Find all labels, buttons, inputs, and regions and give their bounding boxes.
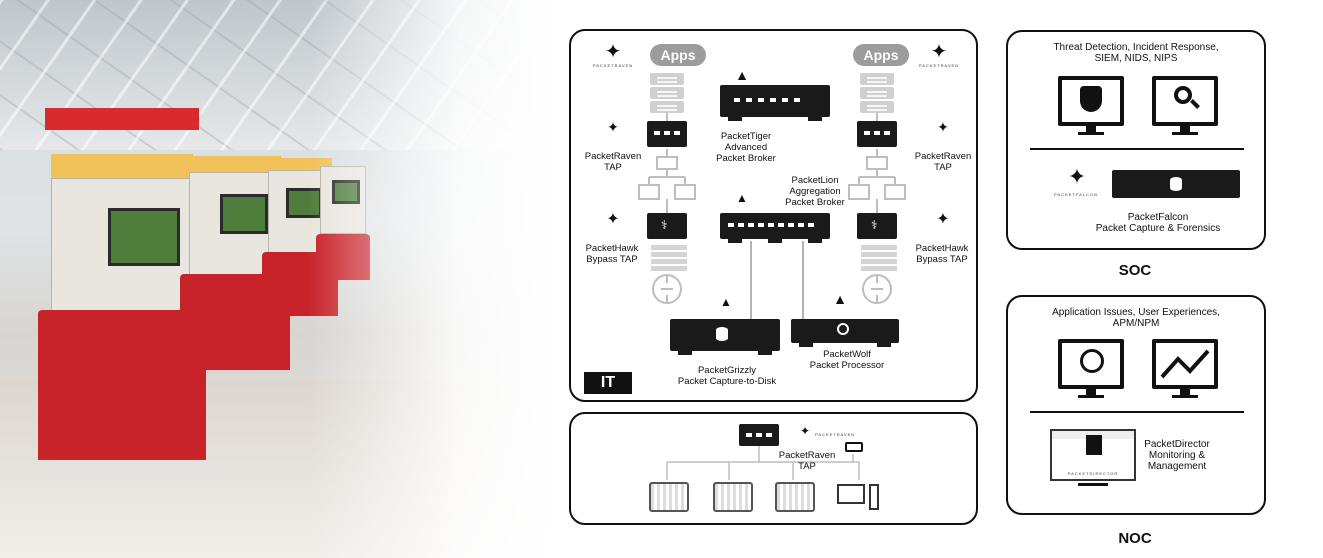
grizzly-logo-icon: ▲ bbox=[720, 295, 732, 309]
pos-terminal-icon bbox=[775, 482, 815, 512]
database-icon bbox=[716, 327, 728, 341]
soc-title: SOC bbox=[1118, 262, 1152, 279]
noc-monitor-gauge bbox=[1058, 339, 1124, 389]
tiger-logo-icon: ▲ bbox=[735, 67, 749, 83]
soc-monitor-shield bbox=[1058, 76, 1124, 126]
raven-logo-icon: ✦ bbox=[604, 41, 622, 63]
noc-caption: Application Issues, User Experiences, AP… bbox=[1052, 307, 1220, 329]
packetraven-right-device bbox=[857, 121, 897, 147]
lion-logo-icon: ▲ bbox=[736, 191, 748, 205]
monitor-base bbox=[1172, 395, 1198, 398]
wifi-router-icon bbox=[845, 442, 863, 452]
monitor-stand bbox=[1180, 389, 1190, 395]
search-chart-icon bbox=[837, 323, 849, 335]
monitor-base bbox=[1078, 395, 1104, 398]
gauge-icon bbox=[1080, 349, 1104, 373]
hawk-logo-icon: ✦ bbox=[606, 211, 620, 228]
soc-monitor-search bbox=[1152, 76, 1218, 126]
packetraven-left-label: PacketRaven TAP bbox=[584, 151, 642, 173]
wolf-logo-icon: ▲ bbox=[833, 291, 847, 307]
magnifier-icon bbox=[1174, 86, 1192, 104]
falcon-logo-icon: ✦ bbox=[1067, 164, 1087, 189]
packetwolf-label: PacketWolf Packet Processor bbox=[809, 349, 885, 371]
raven-logo-icon: ✦ bbox=[799, 424, 811, 438]
router-icon bbox=[869, 281, 885, 297]
raven-logo-icon: ✦ bbox=[930, 41, 948, 63]
router-icon bbox=[659, 281, 675, 297]
packethawk-left-label: PacketHawk Bypass TAP bbox=[585, 243, 639, 265]
server-icon bbox=[860, 73, 894, 113]
apps-left-label: Apps bbox=[650, 44, 706, 66]
monitor-base bbox=[1078, 483, 1108, 486]
director-brand-text: PACKETDIRECTOR bbox=[1067, 471, 1119, 476]
desktop-computer-icon bbox=[837, 484, 865, 504]
raven-brand-text: PACKETRAVEN bbox=[918, 63, 960, 68]
soc-caption: Threat Detection, Incident Response, SIE… bbox=[1053, 42, 1219, 64]
raven-brand-text: PACKETRAVEN bbox=[592, 63, 634, 68]
noc-title: NOC bbox=[1118, 530, 1152, 547]
packetdirector-label: PacketDirector Monitoring & Management bbox=[1144, 439, 1210, 472]
pos-terminal-icon bbox=[713, 482, 753, 512]
database-icon bbox=[1170, 177, 1182, 191]
packetwolf-device bbox=[791, 319, 899, 347]
packetlion-label: PacketLion Aggregation Packet Broker bbox=[785, 175, 845, 208]
packetraven-edge-label: PacketRaven TAP bbox=[778, 450, 836, 472]
packetfalcon-label: PacketFalcon Packet Capture & Forensics bbox=[1095, 212, 1221, 234]
monitor-stand bbox=[1086, 389, 1096, 395]
monitor-stand bbox=[1180, 126, 1190, 132]
top-hat-icon bbox=[1086, 435, 1102, 455]
monitor-base bbox=[1078, 132, 1104, 135]
hawk-logo-icon: ✦ bbox=[936, 211, 950, 228]
firewall-icon bbox=[861, 245, 897, 271]
raven-logo-icon: ✦ bbox=[607, 119, 619, 135]
pos-terminal-icon bbox=[649, 482, 689, 512]
share-icon: ⚕ bbox=[661, 218, 668, 232]
raven-brand-text: PACKETRAVEN bbox=[815, 432, 856, 437]
shield-icon bbox=[1080, 86, 1102, 112]
packetraven-right-label: PacketRaven TAP bbox=[914, 151, 972, 173]
packettiger-label: PacketTiger Advanced Packet Broker bbox=[716, 131, 776, 164]
packetfalcon-device bbox=[1112, 170, 1240, 198]
noc-monitor-trend bbox=[1152, 339, 1218, 389]
it-connection-lines bbox=[638, 113, 906, 319]
apps-right-label: Apps bbox=[853, 44, 909, 66]
packethawk-left-device: ⚕ bbox=[647, 213, 687, 239]
trend-icon bbox=[1160, 349, 1210, 379]
packettiger-device bbox=[720, 85, 830, 121]
packethawk-right-device: ⚕ bbox=[857, 213, 897, 239]
noc-divider bbox=[1030, 411, 1244, 413]
packetdirector-screen: PACKETDIRECTOR bbox=[1050, 429, 1136, 481]
raven-logo-icon: ✦ bbox=[937, 119, 949, 135]
share-icon: ⚕ bbox=[871, 218, 878, 232]
packethawk-right-label: PacketHawk Bypass TAP bbox=[915, 243, 969, 265]
server-icon bbox=[650, 73, 684, 113]
monitor-base bbox=[1172, 132, 1198, 135]
monitor-stand bbox=[1086, 126, 1096, 132]
packetgrizzly-label: PacketGrizzly Packet Capture-to-Disk bbox=[677, 365, 777, 387]
falcon-brand-text: PACKETFALCON bbox=[1054, 192, 1098, 197]
it-section-label: IT bbox=[584, 372, 632, 394]
packetraven-left-device bbox=[647, 121, 687, 147]
soc-panel: Threat Detection, Incident Response, SIE… bbox=[1006, 30, 1266, 250]
it-panel: Apps Apps ✦ PACKETRAVEN ✦ PACKETRAVEN ▲ … bbox=[569, 29, 978, 402]
edge-connection-lines bbox=[666, 446, 860, 480]
firewall-icon bbox=[651, 245, 687, 271]
packetlion-device bbox=[720, 213, 830, 243]
edge-panel: ✦ PACKETRAVEN PacketRaven TAP bbox=[569, 412, 978, 525]
packetgrizzly-device bbox=[670, 319, 780, 355]
airport-kiosk-photo bbox=[0, 0, 560, 558]
packetraven-edge-device bbox=[739, 424, 779, 446]
soc-divider bbox=[1030, 148, 1244, 150]
noc-panel: Application Issues, User Experiences, AP… bbox=[1006, 295, 1266, 515]
desktop-tower-icon bbox=[869, 484, 879, 510]
